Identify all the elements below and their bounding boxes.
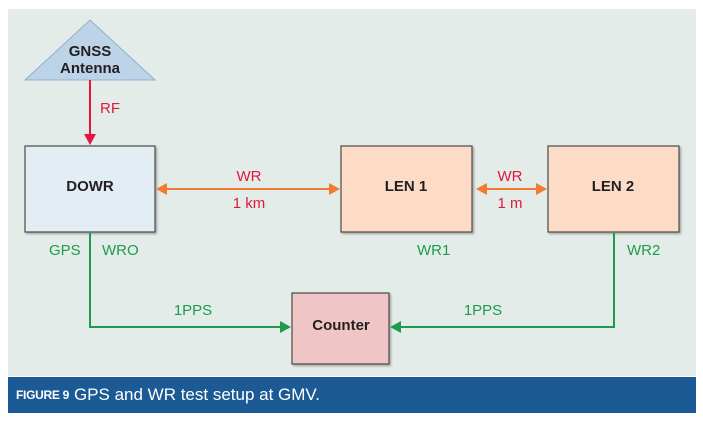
pps-line-1 [89, 233, 283, 328]
wr-arrowhead-left-icon [156, 183, 167, 195]
len2-node: LEN 2 [547, 145, 680, 233]
len2-label: LEN 2 [592, 178, 635, 195]
port-wr1-label: WR1 [417, 242, 450, 259]
wr-arrowhead-left-2-icon [476, 183, 487, 195]
port-wro-label: WRO [102, 242, 139, 259]
len1-label: LEN 1 [385, 178, 428, 195]
wr-link-dowr-len1: WR 1 km [156, 168, 340, 212]
pps-arrowhead-1-icon [280, 321, 291, 333]
rf-link: RF [84, 80, 120, 145]
wr-label-2: WR [498, 168, 523, 185]
pps-arrowhead-2-icon [390, 321, 401, 333]
pps-label-2: 1PPS [464, 302, 502, 319]
antenna-label-line1: GNSS [69, 43, 112, 60]
wr-arrowhead-right-2-icon [536, 183, 547, 195]
len2-box [547, 145, 680, 233]
port-gps-label: GPS [49, 242, 81, 259]
figure-caption-text: GPS and WR test setup at GMV. [73, 385, 320, 404]
pps-link-dowr-counter: 1PPS [89, 233, 291, 333]
antenna-label-line2: Antenna [60, 60, 121, 77]
wr-distance-2: 1 m [497, 195, 522, 212]
rf-label: RF [100, 100, 120, 117]
figure-caption-bar: FIGURE 9 GPS and WR test setup at GMV. [8, 377, 696, 413]
counter-box [291, 292, 390, 365]
len1-node: LEN 1 [340, 145, 473, 233]
dowr-label: DOWR [66, 178, 114, 195]
figure-number: FIGURE 9 [16, 388, 69, 402]
pps-label-1: 1PPS [174, 302, 212, 319]
rf-arrowhead-icon [84, 134, 96, 145]
wr-link-len1-len2: WR 1 m [476, 168, 547, 212]
wr-label-1: WR [237, 168, 262, 185]
pps-line-2 [398, 233, 615, 328]
counter-label: Counter [312, 317, 370, 334]
dowr-node: DOWR [24, 145, 156, 233]
port-wr2-label: WR2 [627, 242, 660, 259]
gnss-antenna: GNSS Antenna [23, 19, 157, 81]
len1-box [340, 145, 473, 233]
wr-distance-1: 1 km [233, 195, 266, 212]
counter-node: Counter [291, 292, 390, 365]
pps-link-len2-counter: 1PPS [390, 233, 615, 333]
wr-arrowhead-right-icon [329, 183, 340, 195]
dowr-box [24, 145, 156, 233]
